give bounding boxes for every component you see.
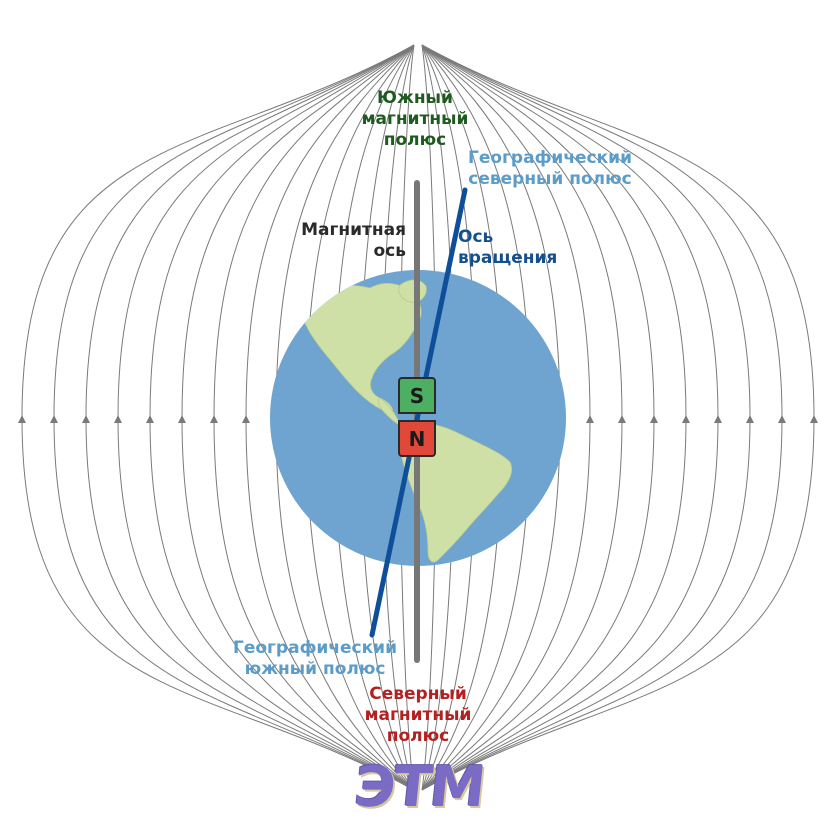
north-magnetic-pole-label: Северный магнитный полюс [348,684,488,747]
etm-logo: ЭТМ [351,755,487,820]
geographic-south-pole-label: Географический южный полюс [215,638,415,680]
geographic-north-pole-label-line: северный полюс [468,169,632,189]
magnet-north-pole: N [398,420,436,457]
field-arrow-icon [714,415,722,423]
field-arrow-icon [210,415,218,423]
field-arrow-icon [682,415,690,423]
field-arrow-icon [618,415,626,423]
rotation-axis-label-line: Ось [458,227,494,247]
rotation-axis-label: Ось вращения [458,227,588,269]
field-arrow-icon [650,415,658,423]
north-magnetic-pole-label-line: магнитный [364,705,472,725]
geographic-north-pole-label-line: Географический [468,148,632,168]
north-magnetic-pole-label-line: Северный [369,684,467,704]
north-magnetic-pole-label-line: полюс [386,726,450,746]
field-arrow-icon [82,415,90,423]
field-arrow-icon [18,415,26,423]
central-america-landmass [378,397,403,425]
field-arrow-icon [114,415,122,423]
field-arrow-icon [586,415,594,423]
magnetic-axis-label: Магнитная ось [280,220,406,262]
rotation-axis-label-line: вращения [458,248,558,268]
south-america-landmass [399,422,513,563]
south-magnetic-pole-label-line: магнитный [361,109,469,129]
field-arrow-icon [746,415,754,423]
magnetic-axis-label-line: ось [373,241,406,261]
field-arrow-icon [146,415,154,423]
south-magnetic-pole-label-line: полюс [383,130,447,150]
south-magnetic-pole-label: Южный магнитный полюс [345,88,485,151]
field-arrow-icon [242,415,250,423]
field-arrow-icon [178,415,186,423]
magnetic-axis-label-line: Магнитная [301,220,406,240]
geographic-south-pole-label-line: южный полюс [244,659,386,679]
south-magnetic-pole-label-line: Южный [377,88,453,108]
magnet-south-pole: S [398,377,436,414]
field-arrow-icon [778,415,786,423]
field-arrow-icon [50,415,58,423]
geographic-north-pole-label: Географический северный полюс [455,148,645,190]
field-arrow-icon [810,415,818,423]
geographic-south-pole-label-line: Географический [233,638,397,658]
